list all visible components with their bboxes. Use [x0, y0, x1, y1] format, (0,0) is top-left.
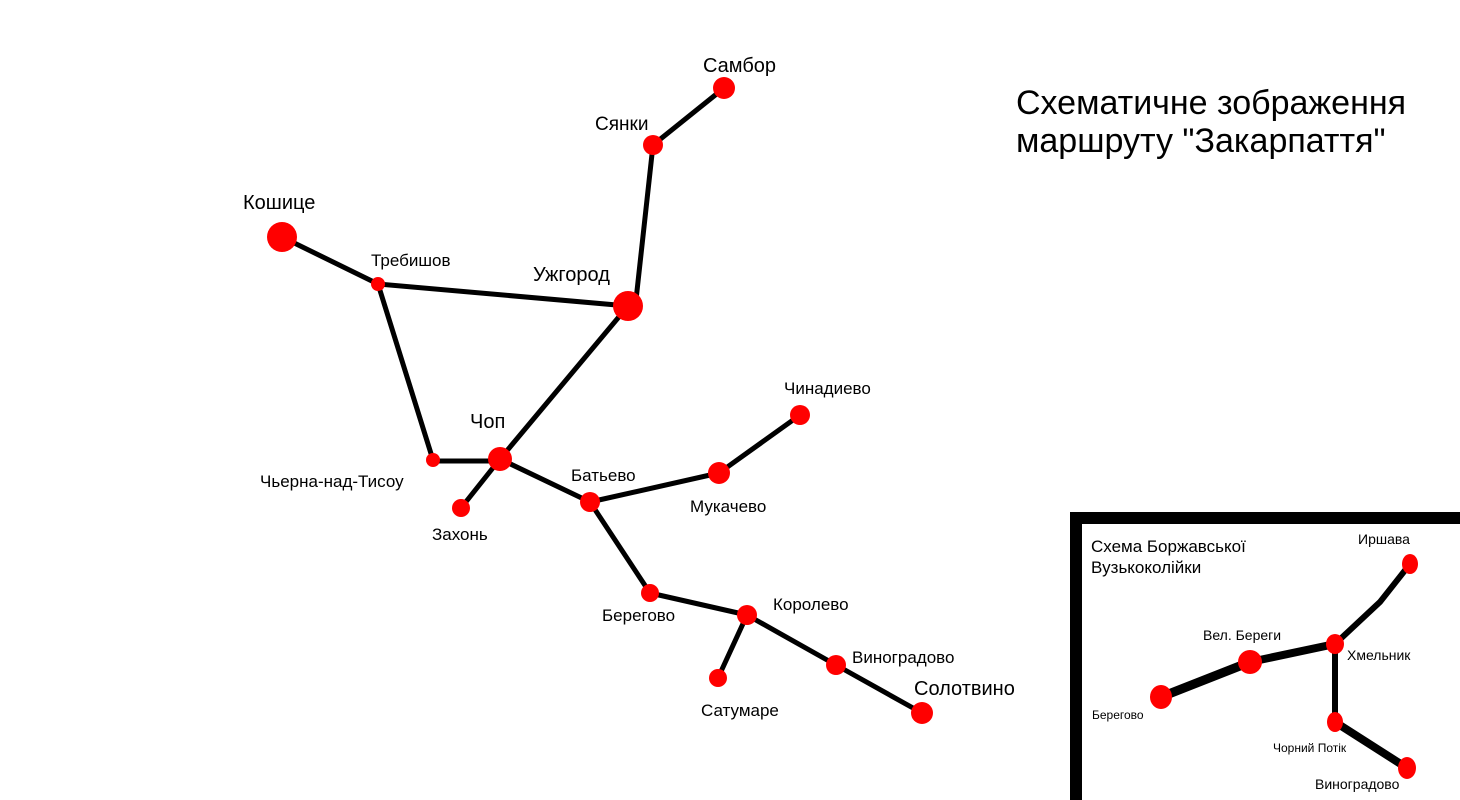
label-solotvyno: Солотвино: [914, 678, 1015, 700]
inset-title-line-2: Вузькоколійки: [1091, 558, 1202, 577]
inset-title-line-1: Схема Боржавської: [1091, 537, 1246, 556]
line-syanky-uzhhorod: [633, 142, 656, 303]
line-trebisov-cierna: [375, 281, 436, 463]
line-batyovo-berehovo: [587, 499, 653, 596]
station-cierna: [426, 453, 440, 467]
line-berehovo-korolevo: [647, 590, 750, 618]
inset-label-berehovo: Берегово: [1092, 708, 1144, 722]
inset-title: Схема Боржавської Вузькоколійки: [1091, 536, 1246, 578]
label-chop: Чоп: [470, 411, 505, 433]
station-syanky: [643, 135, 663, 155]
inset-line-irshava-khmelnyk: [1332, 561, 1413, 647]
inset-station-velberehy: [1238, 650, 1262, 674]
line-korolevo-vynohradovo: [744, 612, 839, 668]
inset-line-chornyipotik-vynohradovo: [1331, 718, 1411, 772]
line-trebisov-uzhhorod: [375, 281, 631, 309]
station-solotvyno: [911, 702, 933, 724]
line-mukachevo-chynadiyovo: [716, 412, 803, 476]
inset-station-chornyipotik: [1327, 712, 1343, 732]
station-uzhhorod: [613, 291, 643, 321]
line-chop-batyovo: [497, 456, 593, 505]
line-vynohradovo-solotvyno: [833, 662, 925, 716]
inset-station-irshava: [1402, 554, 1418, 574]
label-cierna: Чьерна-над-Тисоу: [260, 472, 404, 491]
map-title-line-2: маршруту "Закарпаття": [1016, 122, 1386, 160]
inset-station-khmelnyk: [1326, 634, 1344, 654]
inset-line-velberehy-khmelnyk: [1246, 640, 1339, 666]
station-vynohradovo: [826, 655, 846, 675]
line-kosice-trebisov: [279, 234, 381, 287]
label-kosice: Кошице: [243, 192, 315, 214]
inset-station-vynohradovo: [1398, 757, 1416, 779]
inset-label-irshava: Иршава: [1358, 531, 1410, 547]
inset-label-khmelnyk: Хмельник: [1347, 647, 1411, 663]
label-vynohradovo: Виноградово: [852, 648, 954, 667]
station-satumare: [709, 669, 727, 687]
line-korolevo-satumare: [715, 612, 750, 681]
inset-label-vynohradovo: Виноградово: [1315, 776, 1400, 792]
station-chop: [488, 447, 512, 471]
map-title: Схематичне зображення маршруту "Закарпат…: [1016, 84, 1406, 160]
map-title-line-1: Схематичне зображення: [1016, 84, 1407, 122]
station-zahony: [452, 499, 470, 517]
line-sambor-syanky: [650, 85, 727, 148]
label-trebisov: Требишов: [371, 251, 451, 270]
label-chynadiyovo: Чинадиево: [784, 379, 871, 398]
stations: [267, 77, 933, 724]
station-chynadiyovo: [790, 405, 810, 425]
inset-station-berehovo: [1150, 685, 1172, 709]
label-berehovo: Берегово: [602, 606, 675, 625]
label-syanky: Сянки: [595, 114, 648, 135]
station-korolevo: [737, 605, 757, 625]
inset-label-chornyipotik: Чорний Потік: [1273, 741, 1347, 755]
label-zahony: Захонь: [432, 525, 488, 544]
station-sambor: [713, 77, 735, 99]
inset-label-velberehy: Вел. Береги: [1203, 627, 1281, 643]
inset-frame: [1070, 512, 1460, 800]
label-korolevo: Королево: [773, 595, 849, 614]
label-batyovo: Батьево: [571, 466, 636, 485]
line-uzhhorod-chop: [497, 303, 631, 462]
station-batyovo: [580, 492, 600, 512]
station-mukachevo: [708, 462, 730, 484]
inset-labels: Иршава Вел. Береги Хмельник Берегово Чор…: [1092, 531, 1411, 792]
station-berehovo: [641, 584, 659, 602]
label-sambor: Самбор: [703, 55, 776, 77]
line-batyovo-mukachevo: [587, 470, 722, 505]
station-labels: Самбор Сянки Кошице Требишов Ужгород Чоп…: [243, 55, 1015, 720]
inset-lines: [1156, 561, 1413, 772]
station-kosice: [267, 222, 297, 252]
station-trebisov: [371, 277, 385, 291]
label-mukachevo: Мукачево: [690, 497, 766, 516]
label-satumare: Сатумаре: [701, 701, 779, 720]
route-lines: [279, 85, 925, 716]
inset-line-berehovo-velberehy: [1156, 657, 1255, 702]
label-uzhhorod: Ужгород: [533, 264, 610, 286]
inset-stations: [1150, 554, 1418, 779]
